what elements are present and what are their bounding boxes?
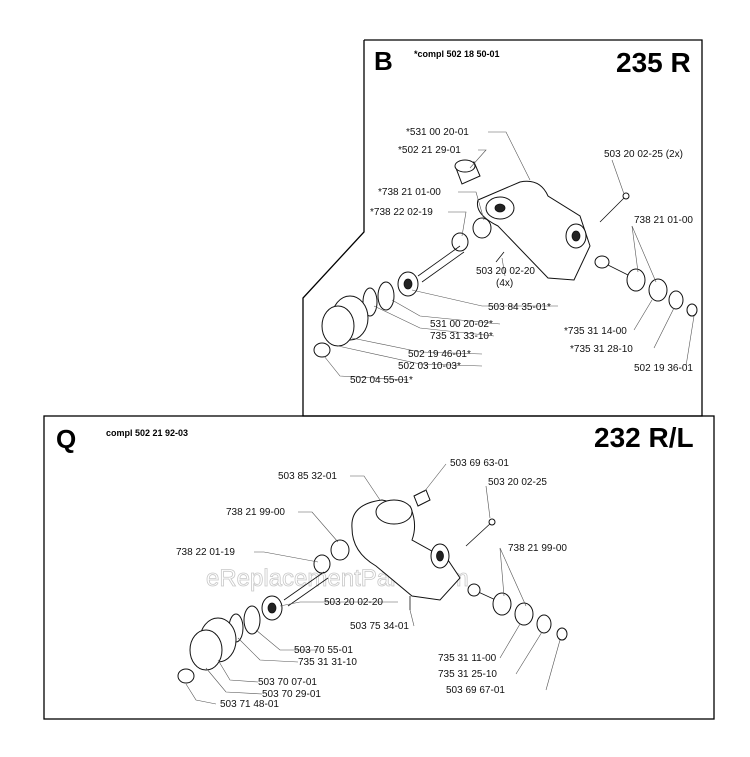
panel-q-letter: Q [56,424,76,454]
label: 735 31 11-00 [438,653,497,664]
label: 503 20 02-20 [324,597,383,608]
label: *531 00 20-01 [406,127,469,138]
label: *738 21 01-00 [378,187,441,198]
panel-q-model: 232 R/L [594,422,694,453]
panel-q-leaders [185,463,561,705]
label: 503 85 32-01 [278,471,337,482]
panel-b-letter: B [374,46,393,76]
label: 738 21 99-00 [226,507,285,518]
label: 502 03 10-03* [398,361,461,372]
label: 738 21 01-00 [634,215,693,226]
label: 503 20 02-20 [476,266,535,277]
label: 503 70 55-01 [294,645,353,656]
label: 738 21 99-00 [508,543,567,554]
label: 531 00 20-02* [430,319,493,330]
panel-q-parts [177,489,568,684]
label: 502 04 55-01* [350,375,413,386]
label: 735 31 25-10 [438,669,497,680]
panel-q-compl: compl 502 21 92-03 [106,428,188,438]
label: *735 31 28-10 [570,344,633,355]
label: 735 31 31-10 [298,657,357,668]
label: 502 19 46-01* [408,349,471,360]
label: (4x) [496,278,513,289]
label: 503 20 02-25 (2x) [604,149,683,160]
label: 503 70 29-01 [262,689,321,700]
label: 735 31 33-10* [430,331,493,342]
label: 738 22 01-19 [176,547,235,558]
panel-b-leaders [323,131,695,381]
label: 503 75 34-01 [350,621,409,632]
label: *502 21 29-01 [398,145,461,156]
label: 503 69 63-01 [450,458,509,469]
label: 503 20 02-25 [488,477,547,488]
panel-b-compl: *compl 502 18 50-01 [414,49,500,59]
label: 503 70 07-01 [258,677,317,688]
label: 502 19 36-01 [634,363,693,374]
label: 503 69 67-01 [446,685,505,696]
label: 503 71 48-01 [220,699,279,710]
panel-q-labels: 503 69 63-01 503 85 32-01 503 20 02-25 7… [176,458,567,710]
label: 503 84 35-01* [488,302,551,313]
label: *738 22 02-19 [370,207,433,218]
panel-b-labels: *531 00 20-01 *502 21 29-01 503 20 02-25… [350,127,693,386]
panel-b-parts [313,159,698,358]
label: *735 31 14-00 [564,326,627,337]
panel-b-model: 235 R [616,47,691,78]
panel-q-frame [43,415,715,720]
